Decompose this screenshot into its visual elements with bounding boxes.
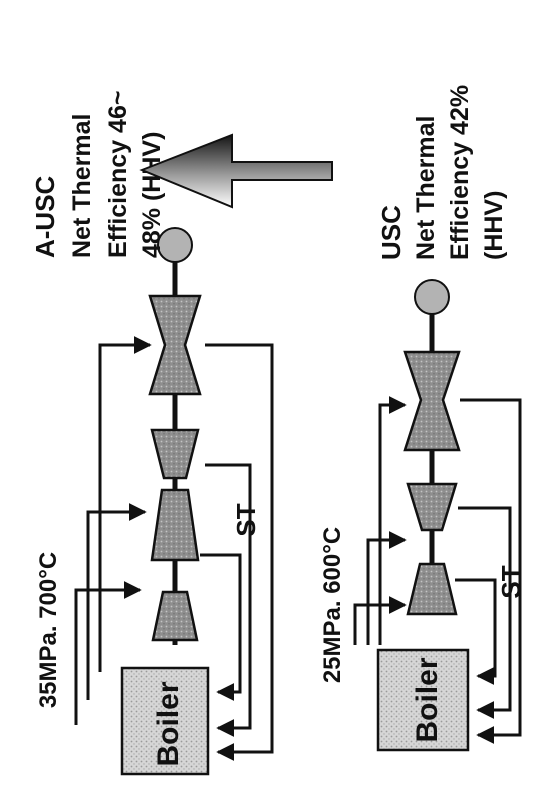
a-usc-lp-turbine xyxy=(148,294,202,396)
usc-eff-line2: Efficiency 42% xyxy=(446,85,474,260)
a-usc-eff-line2: Efficiency 46~ xyxy=(104,91,132,258)
usc-piping xyxy=(353,396,522,744)
a-usc-title: A-USC xyxy=(30,175,60,258)
a-usc-eff-line3: 48% (HHV) xyxy=(138,132,166,258)
a-usc-turbines xyxy=(148,294,202,642)
usc-turbines xyxy=(403,350,461,616)
usc-eff-line3: (HHV) xyxy=(480,191,508,260)
a-usc-ip1-turbine xyxy=(150,488,200,562)
a-usc-ip2-turbine xyxy=(150,428,200,480)
usc-st-label: ST xyxy=(496,565,526,598)
usc-boiler-label: Boiler xyxy=(411,657,444,742)
usc-system: Boiler ST 25MPa. 600°C USC Net Thermal E… xyxy=(319,85,526,752)
usc-conditions: 25MPa. 600°C xyxy=(319,527,346,683)
a-usc-eff-line1: Net Thermal xyxy=(68,114,96,258)
usc-hp-turbine xyxy=(406,562,458,616)
usc-generator xyxy=(414,279,450,315)
a-usc-piping xyxy=(74,336,274,761)
arrow-up-icon xyxy=(139,133,333,209)
usc-eff-line1: Net Thermal xyxy=(412,116,440,260)
a-usc-conditions: 35MPa. 700°C xyxy=(35,552,62,708)
usc-ip-turbine xyxy=(406,482,458,532)
a-usc-st-label: ST xyxy=(231,503,261,536)
usc-lp-turbine xyxy=(403,350,461,452)
usc-boiler xyxy=(376,648,470,752)
a-usc-generator xyxy=(157,227,193,263)
a-usc-system: Boiler ST 35MPa. 700°C A-USC Net Thermal… xyxy=(30,91,274,776)
usc-title: USC xyxy=(376,205,406,260)
a-usc-boiler xyxy=(120,666,210,776)
a-usc-hp-turbine xyxy=(151,590,199,642)
a-usc-boiler-label: Boiler xyxy=(152,681,185,766)
